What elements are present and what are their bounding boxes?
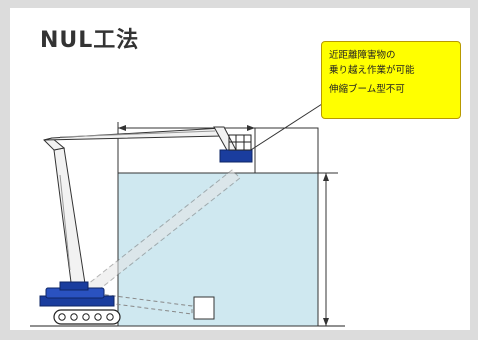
crawler-boom-lift-icon: [39, 126, 237, 325]
obstacle-building: [117, 172, 319, 327]
height-arrow-top: [323, 173, 329, 181]
lowered-work-platform: [193, 296, 215, 320]
reach-arrow-right: [247, 125, 255, 131]
callout-leader: [239, 103, 323, 158]
page-title: NUL工法: [40, 28, 140, 53]
obstacle-upper-outline: [254, 127, 319, 173]
reach-arrow-left: [118, 125, 126, 131]
callout-box: 近距離障害物の 乗り越え作業が可能 伸縮ブーム型不可: [321, 41, 461, 119]
callout-line-3: 伸縮ブーム型不可: [329, 84, 405, 95]
callout-line-2: 乗り越え作業が可能: [329, 65, 415, 76]
work-platform-icon: [219, 134, 253, 163]
boom-lowered-position: [83, 291, 193, 315]
height-arrow-bottom: [323, 318, 329, 326]
callout-line-1: 近距離障害物の: [329, 50, 396, 61]
